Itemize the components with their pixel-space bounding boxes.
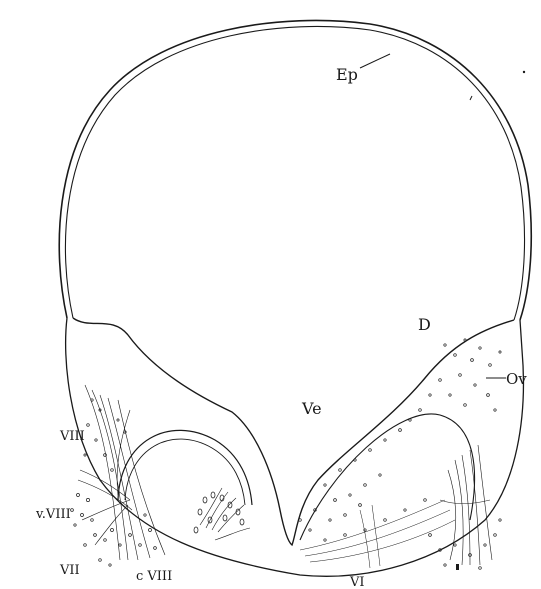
right-otic-loop [300, 414, 475, 540]
left-nerve-fibers [78, 385, 165, 560]
label-ve: Ve [301, 399, 322, 418]
ep-leader-line [360, 54, 390, 68]
label-ov: Ov [506, 370, 527, 388]
label-vi: VI [349, 575, 365, 589]
label-v-viii: v.VIII [35, 507, 71, 522]
left-otic-loop [118, 430, 252, 505]
stray-dot [523, 71, 525, 73]
epithelial-roof-outer [59, 20, 531, 320]
right-nerve-fibers [440, 445, 492, 565]
epithelial-roof-inner [65, 26, 524, 320]
central-nerve-bundle [200, 488, 250, 540]
left-cell-stipple [71, 399, 157, 566]
label-viii: VIII [59, 429, 85, 444]
label-d: D [418, 315, 431, 334]
label-c-viii: c VIII [136, 569, 172, 584]
stray-tick [470, 96, 472, 100]
specimen-mark [456, 564, 459, 570]
label-ep: Ep [336, 65, 358, 84]
central-cell-stipple [194, 492, 244, 533]
floor-fiber-streaks [300, 500, 455, 568]
label-vii: VII [59, 563, 80, 578]
